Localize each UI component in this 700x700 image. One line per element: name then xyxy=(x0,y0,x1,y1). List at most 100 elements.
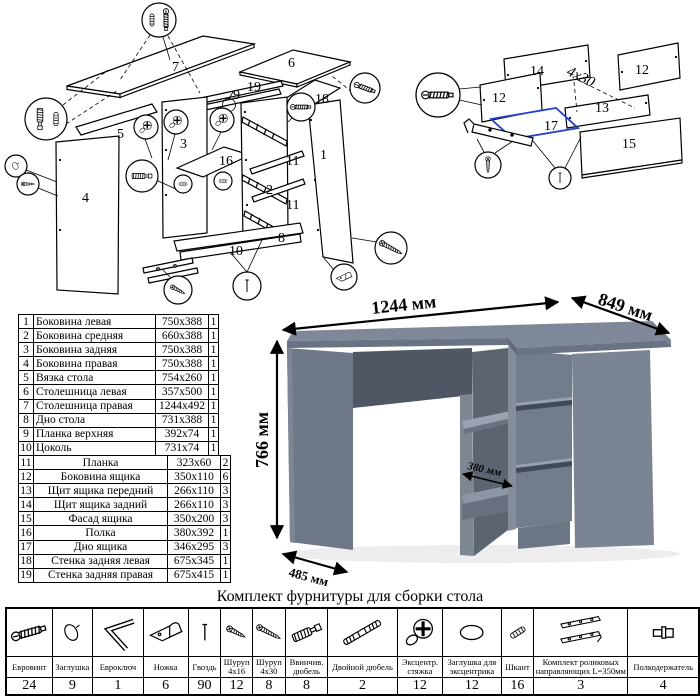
part-size: 380x392 xyxy=(167,525,221,541)
part-qty: 6 xyxy=(220,469,231,485)
part-name: Полка xyxy=(33,525,168,541)
part-label: 7 xyxy=(172,60,179,75)
part-num: 7 xyxy=(18,398,34,414)
part-name: Боковина средняя xyxy=(33,328,156,344)
part-size: 675x345 xyxy=(167,553,221,569)
part-num: 1 xyxy=(18,313,34,330)
cam-cap-icon xyxy=(442,607,502,657)
part-num: 19 xyxy=(18,567,34,583)
euro-screw-icon xyxy=(5,607,53,657)
hardware-name: Шкант xyxy=(500,656,535,678)
part-size: 731x74 xyxy=(155,440,209,456)
part-size: 750x388 xyxy=(155,356,209,372)
hardware-name: Евровинт xyxy=(5,656,53,678)
dim-width: 1244 мм xyxy=(370,291,437,318)
hardware-qty: 9 xyxy=(51,677,94,696)
part-num: 5 xyxy=(18,370,34,386)
hardware-name: Гвоздь xyxy=(187,656,222,678)
part-name: Боковина правая xyxy=(33,356,156,372)
hardware-qty: 12 xyxy=(396,677,444,696)
foot-icon xyxy=(142,607,189,657)
part-name: Дно стола xyxy=(33,412,156,428)
part-size: 266x110 xyxy=(167,497,221,513)
part-size: 350x110 xyxy=(167,469,221,485)
part-label: 18 xyxy=(315,92,329,107)
hardware-qty: 4 xyxy=(627,677,700,696)
part-name: Щит ящика задний xyxy=(33,497,168,513)
part-size: 346x295 xyxy=(167,539,221,555)
part-size: 660x388 xyxy=(155,328,209,344)
hex-key-icon xyxy=(92,607,144,657)
hardware-qty: 8 xyxy=(252,677,286,696)
hardware-name: Ввинчив. дюбель xyxy=(284,656,329,678)
part-qty: 3 xyxy=(220,539,231,555)
part-label: 1 xyxy=(320,148,327,163)
part-qty: 3 xyxy=(220,483,231,499)
hardware-name: Полкодержатель xyxy=(627,656,700,678)
part-num: 2 xyxy=(18,328,34,344)
part-size: 392x74 xyxy=(155,426,209,442)
part-qty: 1 xyxy=(208,328,219,344)
nail-icon xyxy=(187,607,222,657)
part-size: 750x388 xyxy=(155,313,209,330)
part-label: 15 xyxy=(622,137,636,152)
hardware-name: Комплект роликовых направляющих L=350мм xyxy=(533,656,629,678)
part-num: 11 xyxy=(18,454,34,471)
part-num: 8 xyxy=(18,412,34,428)
hardware-name: Ножка xyxy=(142,656,189,678)
part-label: 11 xyxy=(286,154,299,169)
part-name: Цоколь xyxy=(33,440,156,456)
part-label: 2 xyxy=(266,183,273,198)
hardware-name: Шуруп 4x16 xyxy=(220,656,254,678)
hardware-qty: 16 xyxy=(500,677,535,696)
part-name: Щит ящика передний xyxy=(33,483,168,499)
part-qty: 2 xyxy=(220,454,231,471)
hardware-name: Двойной дюбель xyxy=(327,656,398,678)
hardware-qty: 3 xyxy=(533,677,629,696)
part-size: 675x415 xyxy=(167,567,221,583)
part-label: 6 xyxy=(288,56,295,71)
part-qty: 1 xyxy=(208,412,219,428)
part-name: Боковина ящика xyxy=(33,469,168,485)
part-size: 731x388 xyxy=(155,412,209,428)
hardware-name: Шуруп 4x30 xyxy=(252,656,286,678)
part-name: Стенка задняя правая xyxy=(33,567,168,583)
part-name: Столешница правая xyxy=(33,398,156,414)
part-size: 266x110 xyxy=(167,483,221,499)
part-num: 3 xyxy=(18,342,34,358)
part-num: 14 xyxy=(18,497,34,513)
part-qty: 1 xyxy=(220,553,231,569)
hardware-qty: 24 xyxy=(5,677,53,696)
dim-bottom-depth: 485 мм xyxy=(287,564,330,589)
hardware-qty: 90 xyxy=(187,677,222,696)
part-label: 14 xyxy=(530,64,544,79)
part-qty: 1 xyxy=(208,426,219,442)
part-qty: 3 xyxy=(220,497,231,513)
part-size: 357x500 xyxy=(155,384,209,400)
hardware-qty: 6 xyxy=(142,677,189,696)
shelf-support-icon xyxy=(627,607,700,657)
cap-icon xyxy=(51,607,94,657)
part-label: 17 xyxy=(544,119,558,134)
part-size: 754x260 xyxy=(155,370,209,386)
part-num: 9 xyxy=(18,426,34,442)
part-label: 12 xyxy=(635,63,649,78)
